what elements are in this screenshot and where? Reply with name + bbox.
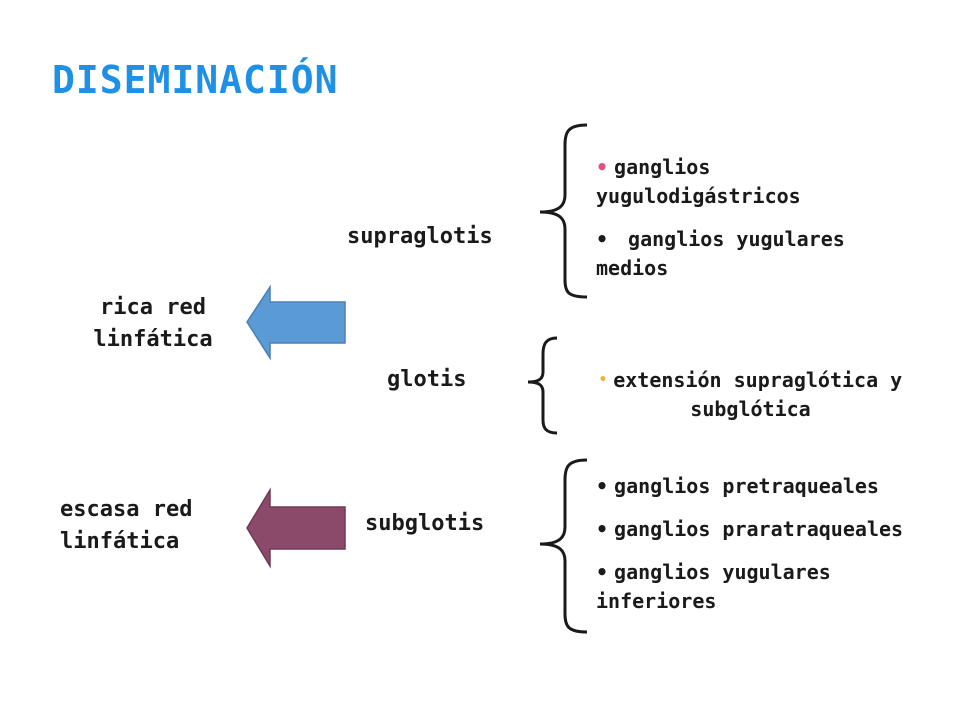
page-title: DISEMINACIÓN: [52, 58, 339, 102]
list-item-text: extensión supraglótica y subglótica: [613, 368, 903, 421]
brace-glotis: [527, 336, 558, 435]
list-item: •ganglios yugulodigástricos: [596, 153, 916, 211]
bullet-icon: •: [596, 227, 609, 251]
region-glotis: glotis: [387, 367, 467, 392]
list-item-text: ganglios yugulares inferiores: [596, 560, 831, 613]
list-item: •ganglios yugulares medios: [596, 225, 916, 283]
bullet-icon: •: [598, 372, 608, 388]
list-item: • extensión supraglótica y subglótica: [578, 366, 923, 424]
list-item-text: ganglios yugulodigástricos: [596, 155, 801, 208]
list-item-text: ganglios yugulares medios: [596, 227, 845, 280]
brace-subglotis: [539, 458, 588, 634]
list-item: •ganglios yugulares inferiores: [596, 558, 951, 616]
list-item: •ganglios praratraqueales: [596, 515, 951, 544]
rich-lymphatic-text: rica red linfática: [93, 295, 213, 352]
arrow-blue-shape: [246, 284, 346, 361]
scarce-lymphatic-text: escasa red linfática: [60, 497, 193, 554]
bullet-icon: •: [596, 560, 609, 584]
region-subglotis: subglotis: [365, 511, 485, 536]
bullet-icon: •: [596, 474, 609, 498]
supraglotis-list: •ganglios yugulodigástricos •ganglios yu…: [596, 153, 916, 297]
scarce-lymphatic-label: escasa red linfática: [60, 494, 235, 558]
list-item-text: ganglios praratraqueales: [614, 517, 904, 541]
subglotis-list: •ganglios pretraqueales •ganglios prarat…: [596, 472, 951, 630]
region-supraglotis: supraglotis: [347, 224, 493, 249]
list-item-text: ganglios pretraqueales: [614, 474, 879, 498]
list-item: •ganglios pretraqueales: [596, 472, 951, 501]
arrow-purple-shape: [246, 487, 346, 569]
rich-lymphatic-label: rica red linfática: [78, 292, 228, 356]
bullet-icon: •: [596, 517, 609, 541]
bullet-icon: •: [596, 155, 609, 179]
glotis-list: • extensión supraglótica y subglótica: [578, 366, 923, 438]
brace-supraglotis: [539, 123, 588, 299]
